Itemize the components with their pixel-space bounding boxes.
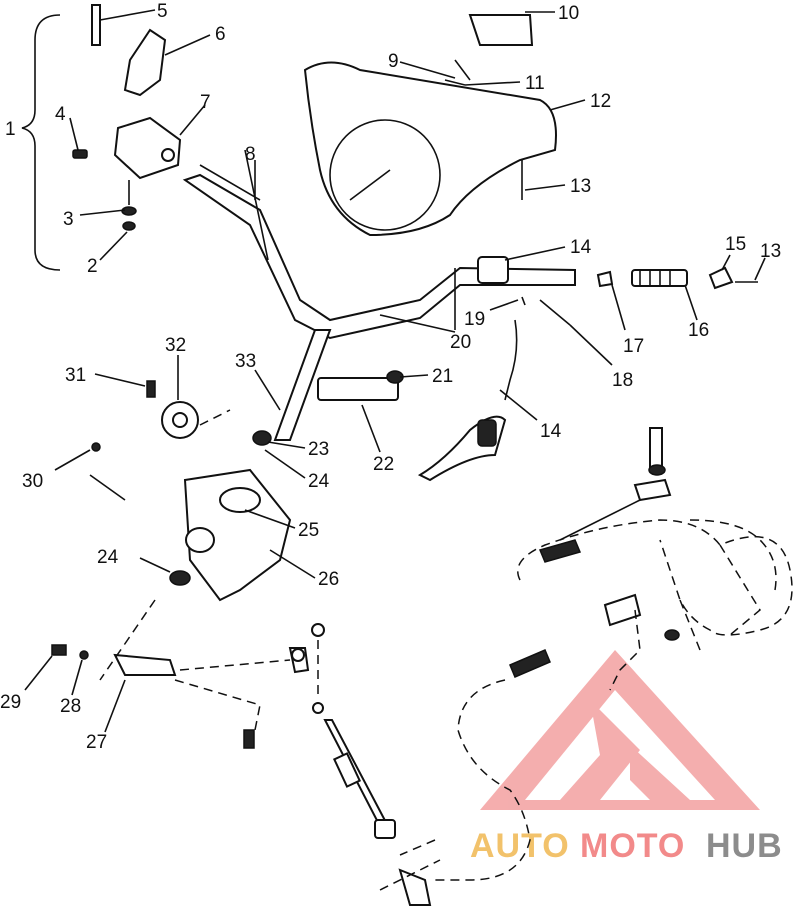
throttle-parts [477, 256, 758, 326]
callout-24-lower: 24 [97, 547, 119, 568]
callout-5: 5 [157, 1, 168, 22]
guide-lines [99, 409, 793, 891]
callout-17: 17 [623, 336, 644, 357]
steering-support [91, 380, 292, 602]
callout-3: 3 [63, 209, 74, 230]
callout-11: 11 [525, 73, 545, 94]
callout-labels: 1 2 3 4 5 6 7 8 9 10 11 12 13 13 14 14 1… [0, 1, 781, 753]
callout-13-right: 13 [760, 241, 781, 262]
callout-16: 16 [688, 320, 709, 341]
callout-24-upper: 24 [308, 471, 330, 492]
callout-14-lower: 14 [540, 421, 562, 442]
engine-mount [509, 427, 680, 678]
callout-31: 31 [65, 365, 86, 386]
callout-22: 22 [373, 454, 394, 475]
handlebar [182, 149, 576, 340]
group-bracket [21, 14, 61, 271]
callout-4: 4 [55, 104, 66, 125]
callout-32: 32 [165, 335, 186, 356]
callout-2: 2 [87, 256, 98, 277]
watermark-logo [480, 650, 760, 810]
callout-27: 27 [86, 732, 107, 753]
callout-6: 6 [215, 24, 226, 45]
callout-26: 26 [318, 569, 339, 590]
callout-28: 28 [60, 696, 81, 717]
tether-cord [417, 319, 518, 482]
callout-7: 7 [200, 92, 211, 113]
callout-10: 10 [558, 3, 579, 24]
callout-29: 29 [0, 692, 21, 713]
callout-18: 18 [612, 370, 633, 391]
callout-19: 19 [464, 309, 485, 330]
callout-9: 9 [388, 51, 399, 72]
callout-20: 20 [450, 332, 471, 353]
callout-13-top: 13 [570, 176, 591, 197]
handlebar-cover [303, 14, 557, 237]
watermark-auto-text: AUTO [470, 827, 570, 865]
callout-8: 8 [245, 144, 256, 165]
callout-23: 23 [308, 439, 329, 460]
watermark-hub-text: HUB [706, 827, 783, 865]
callout-1: 1 [5, 119, 16, 140]
callout-21: 21 [432, 366, 453, 387]
callout-14-upper: 14 [570, 237, 592, 258]
watermark-moto-text: MOTO [580, 827, 685, 865]
callout-33: 33 [235, 351, 256, 372]
callout-12: 12 [590, 91, 611, 112]
callout-15: 15 [725, 234, 746, 255]
callout-30: 30 [22, 471, 43, 492]
control-cable [323, 719, 432, 906]
steering-arm [51, 623, 325, 749]
ignition-switch-group [72, 4, 182, 231]
steering-post [252, 329, 404, 446]
callout-25: 25 [298, 520, 319, 541]
leader-lines [24, 9, 766, 733]
